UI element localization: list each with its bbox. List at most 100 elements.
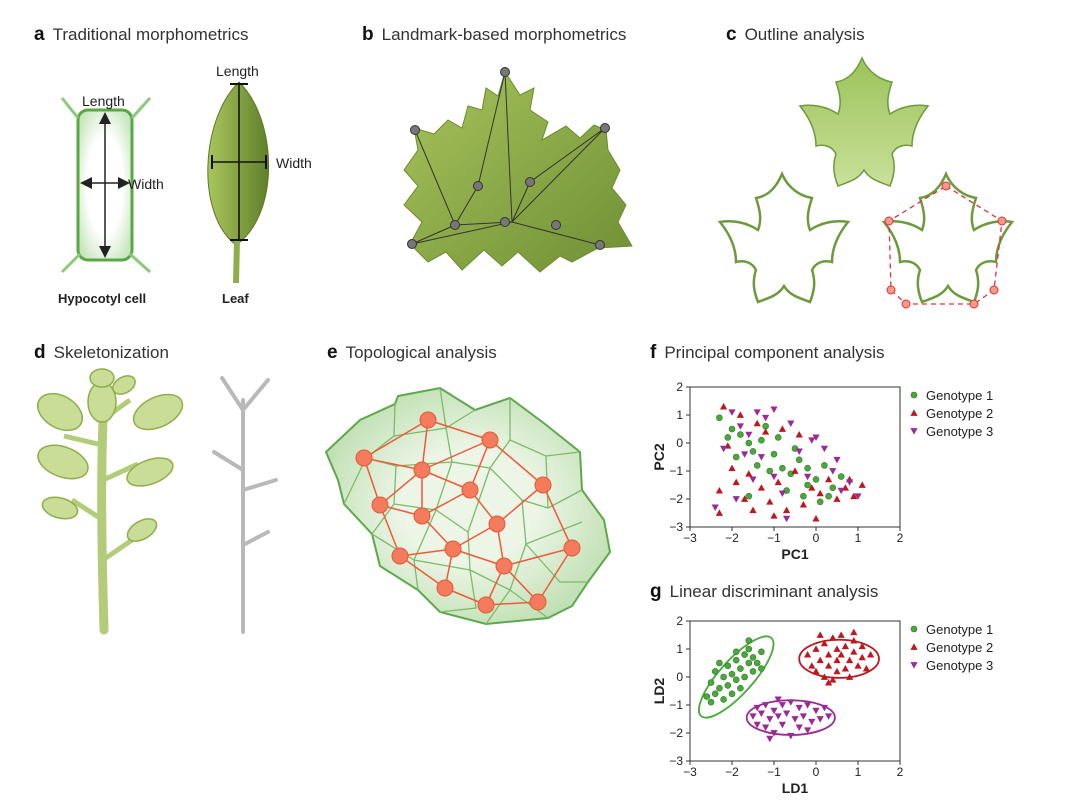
- data-point: [774, 696, 782, 703]
- seedling-plant: [36, 368, 184, 635]
- data-point: [774, 478, 782, 486]
- data-point: [749, 506, 757, 514]
- data-point: [741, 673, 748, 681]
- data-point: [737, 684, 744, 692]
- data-point: [745, 645, 753, 653]
- cluster-ellipse: [798, 638, 880, 679]
- y-tick-label: 0: [676, 670, 683, 684]
- data-point: [825, 679, 833, 686]
- data-point: [787, 732, 795, 740]
- data-point: [766, 735, 774, 743]
- data-point: [758, 436, 765, 444]
- data-point: [812, 645, 820, 652]
- data-point: [825, 713, 833, 720]
- y-axis-label: PC2: [651, 443, 667, 470]
- data-point: [800, 492, 807, 500]
- data-point: [829, 468, 837, 475]
- data-point: [737, 665, 744, 672]
- leaf-width-label: Width: [276, 155, 312, 171]
- data-point: [833, 495, 841, 502]
- y-tick-label: 1: [676, 408, 683, 422]
- data-point: [850, 637, 858, 644]
- y-tick-label: 2: [676, 614, 683, 628]
- data-point: [753, 419, 761, 427]
- data-point: [770, 450, 778, 458]
- y-axis-label: LD2: [651, 678, 667, 705]
- data-point: [804, 464, 811, 472]
- data-point: [766, 467, 774, 475]
- x-tick-label: 1: [855, 765, 862, 779]
- data-point: [795, 724, 803, 731]
- data-point: [757, 484, 765, 491]
- data-point: [812, 667, 820, 675]
- data-point: [716, 414, 723, 422]
- data-point: [711, 504, 719, 511]
- data-point: [854, 662, 862, 669]
- data-point: [753, 409, 761, 416]
- data-point: [770, 730, 778, 737]
- data-point: [749, 654, 757, 661]
- data-point: [837, 473, 845, 480]
- data-point: [837, 631, 845, 638]
- legend-marker: [910, 625, 918, 633]
- data-point: [846, 656, 854, 664]
- data-point: [816, 631, 824, 638]
- data-point: [758, 648, 765, 656]
- y-tick-label: 0: [676, 436, 683, 450]
- data-point: [799, 501, 807, 508]
- data-point: [774, 713, 782, 720]
- data-point: [816, 656, 824, 664]
- x-axis-label: PC1: [781, 546, 808, 562]
- data-point: [724, 662, 732, 670]
- data-point: [808, 718, 816, 726]
- data-point: [728, 690, 736, 698]
- data-point: [804, 651, 812, 658]
- data-point: [850, 628, 858, 636]
- data-point: [837, 651, 845, 658]
- data-point: [804, 702, 812, 709]
- legend-entry: Genotype 1: [926, 622, 993, 637]
- data-point: [753, 659, 761, 667]
- data-point: [862, 665, 870, 672]
- legend-entry: Genotype 1: [926, 388, 993, 403]
- plot-frame: [689, 620, 901, 762]
- x-tick-label: 2: [897, 531, 904, 545]
- data-point: [741, 651, 748, 658]
- x-tick-label: 0: [813, 765, 820, 779]
- data-point: [707, 679, 715, 686]
- data-point: [820, 445, 828, 453]
- data-point: [732, 648, 740, 656]
- data-point: [833, 656, 841, 664]
- data-point: [736, 423, 744, 430]
- x-tick-label: −1: [767, 765, 781, 779]
- data-point: [716, 684, 723, 692]
- data-point: [766, 498, 774, 505]
- data-point: [728, 464, 736, 472]
- y-tick-label: 1: [676, 642, 683, 656]
- data-point: [778, 702, 786, 709]
- data-point: [703, 693, 711, 700]
- plot-frame: [689, 386, 901, 528]
- data-point: [741, 495, 749, 502]
- y-tick-label: −2: [669, 492, 683, 506]
- hypocotyl-cell-label: Hypocotyl cell: [58, 291, 146, 306]
- legend-marker: [910, 662, 918, 669]
- y-tick-label: 2: [676, 380, 683, 394]
- data-point: [737, 431, 744, 438]
- cell-width-label: Width: [128, 176, 164, 192]
- data-point: [720, 403, 728, 410]
- legend-entry: Genotype 3: [926, 658, 993, 673]
- data-point: [841, 642, 849, 650]
- data-point: [757, 454, 765, 461]
- y-tick-label: −1: [669, 464, 683, 478]
- data-point: [728, 670, 736, 678]
- data-point: [783, 710, 791, 717]
- data-point: [825, 651, 833, 658]
- leaf-label: Leaf: [222, 291, 249, 306]
- grape-leaf-landmarks: [403, 67, 633, 273]
- data-point: [825, 662, 833, 669]
- data-point: [757, 710, 765, 717]
